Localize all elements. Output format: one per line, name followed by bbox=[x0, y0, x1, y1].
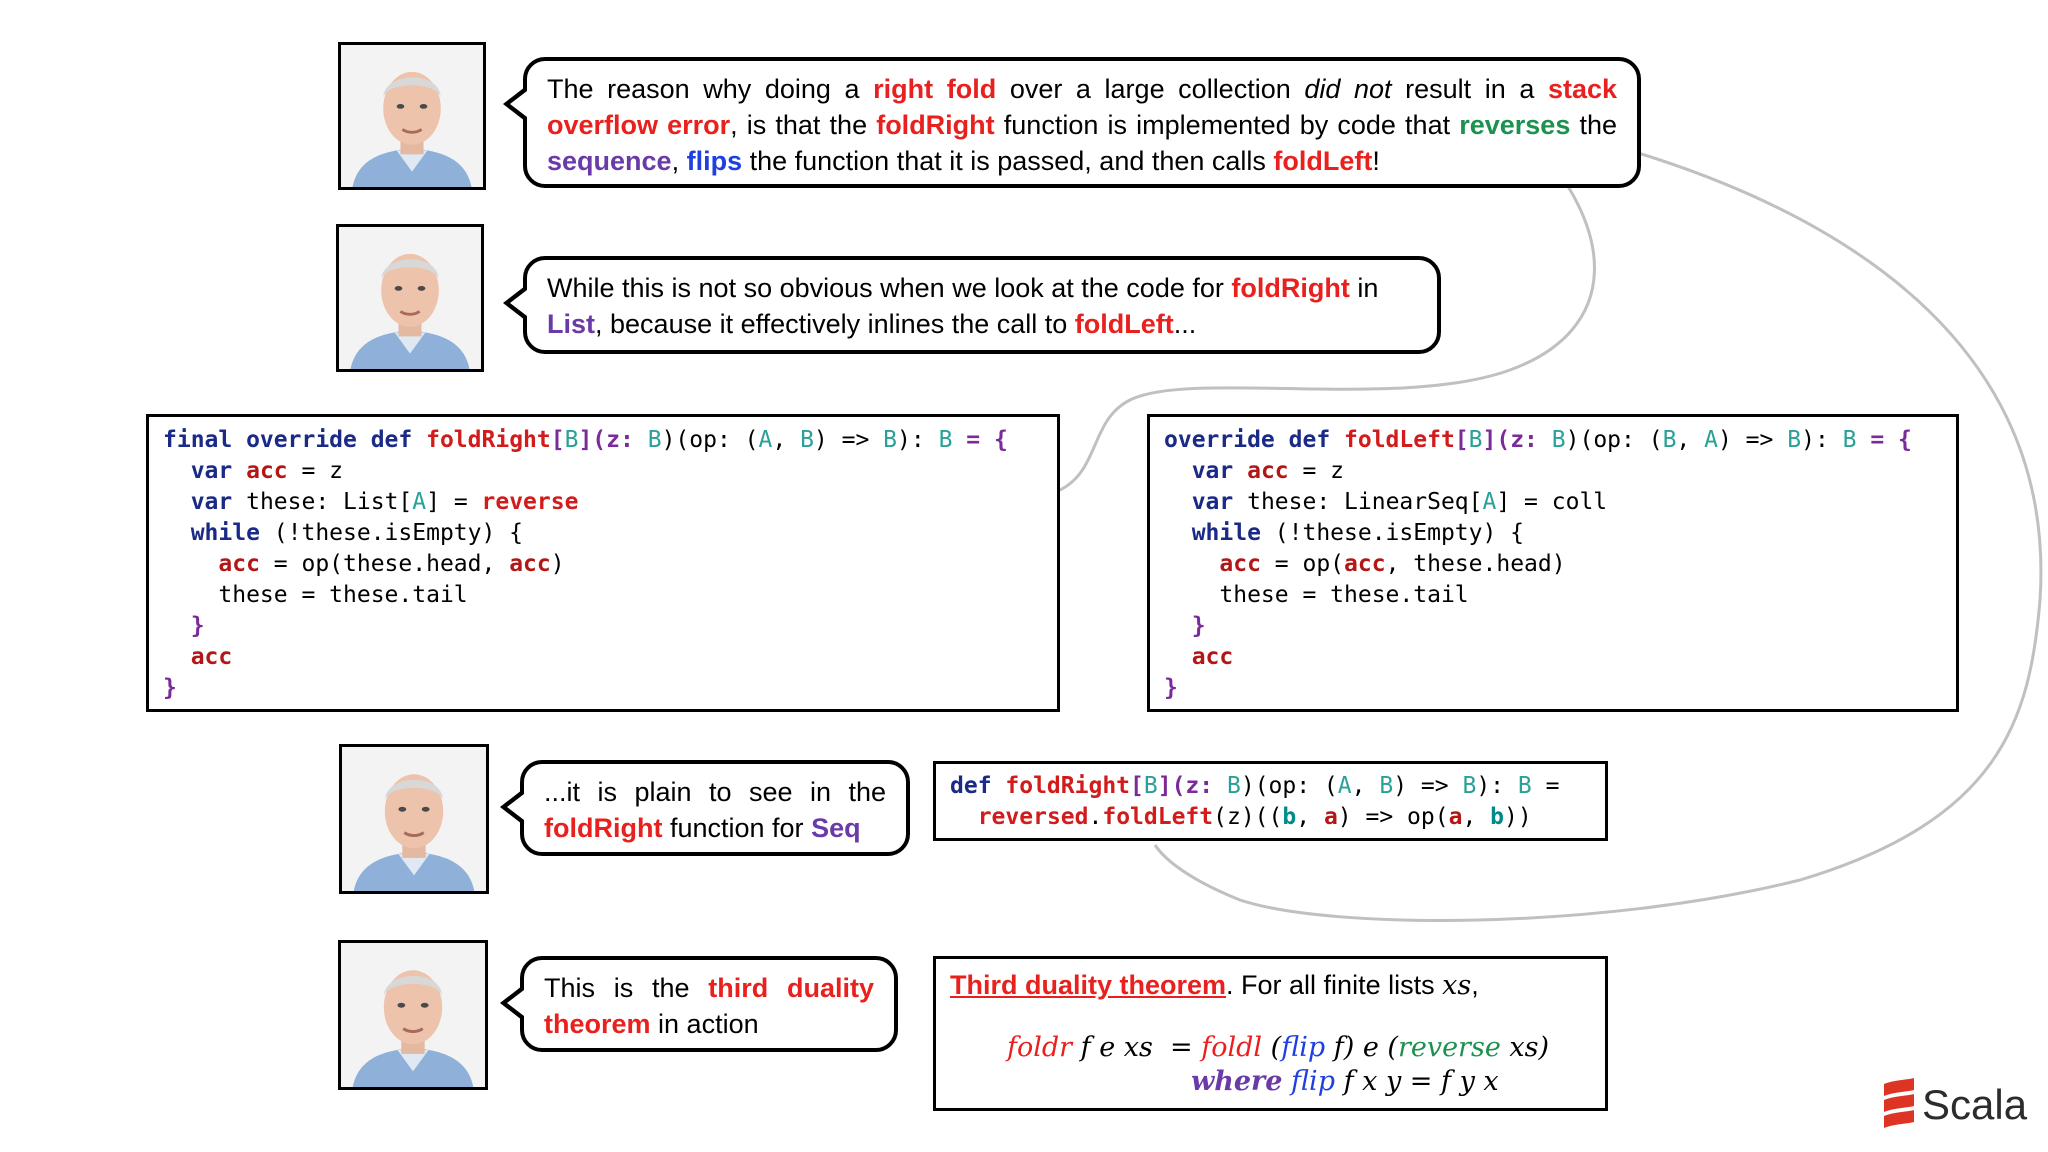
text: , because it effectively inlines the cal… bbox=[595, 309, 1075, 339]
code-reversed: reversed bbox=[977, 804, 1089, 830]
code-line: while (!these.isEmpty) { bbox=[1164, 520, 1525, 546]
avatar bbox=[338, 42, 486, 190]
theorem-xs: xs bbox=[1442, 970, 1472, 1001]
presenter-photo bbox=[341, 943, 485, 1087]
text: While this is not so obvious when we loo… bbox=[547, 273, 1232, 303]
code-list-foldright: final override def foldRight[B](z: B)(op… bbox=[146, 414, 1060, 712]
code-line: these = these.tail bbox=[1164, 582, 1469, 608]
scala-logo-text: Scala bbox=[1922, 1081, 2028, 1128]
text: The reason why doing a bbox=[547, 74, 874, 104]
highlight-list: List bbox=[547, 309, 596, 339]
highlight-third-duality-theorem: third duality theorem bbox=[544, 973, 875, 1039]
theorem-heading: Third duality theorem. For all finite li… bbox=[950, 967, 1479, 1004]
theorem-box: Third duality theorem. For all finite li… bbox=[933, 956, 1608, 1111]
text: result in a bbox=[1391, 74, 1548, 104]
code-line: acc bbox=[190, 644, 233, 670]
text: This is the bbox=[544, 973, 709, 1003]
code-line: } bbox=[1164, 613, 1206, 639]
code-line: reversed.foldLeft(z)((b, a) => op(a, b)) bbox=[977, 804, 1532, 830]
avatar bbox=[338, 940, 488, 1090]
code-line: var these: List[A] = reverse bbox=[163, 489, 579, 515]
text: function for bbox=[662, 813, 812, 843]
theorem-comma: , bbox=[1471, 970, 1479, 1000]
text: ! bbox=[1372, 146, 1380, 176]
code-line: while (!these.isEmpty) { bbox=[163, 520, 524, 546]
scala-logo-icon bbox=[1884, 1078, 1914, 1128]
highlight-stack-overflow: stack overflow error bbox=[547, 74, 1618, 140]
code-line: var these: LinearSeq[A] = coll bbox=[1164, 489, 1608, 515]
text: in action bbox=[650, 1009, 759, 1039]
scala-logo: Scala bbox=[1882, 1078, 2032, 1132]
theorem-title: Third duality theorem bbox=[950, 970, 1227, 1000]
theorem-intro: . For all finite lists bbox=[1226, 970, 1443, 1000]
highlight-foldleft: foldLeft bbox=[1273, 146, 1373, 176]
presenter-photo bbox=[339, 227, 481, 369]
text: in bbox=[1349, 273, 1379, 303]
highlight-reverses: reverses bbox=[1459, 110, 1571, 140]
presenter-photo bbox=[341, 45, 483, 187]
code-line: acc = op(these.head, acc) bbox=[218, 551, 565, 577]
code-line: } bbox=[163, 675, 177, 701]
text: ... bbox=[1173, 309, 1197, 339]
highlight-foldleft: foldLeft bbox=[1074, 309, 1174, 339]
code-line: final override def foldRight[B](z: B)(op… bbox=[163, 427, 1008, 453]
code-reverse: reverse bbox=[481, 489, 579, 515]
code-line: acc bbox=[1191, 644, 1234, 670]
text: , bbox=[671, 146, 687, 176]
highlight-foldright: foldRight bbox=[544, 813, 663, 843]
theorem-formula: foldr f e xs = foldl (flip f) e (reverse… bbox=[1007, 1032, 1549, 1063]
code-line: override def foldLeft[B](z: B)(op: (B, A… bbox=[1164, 427, 1912, 453]
text: function is implemented by code that bbox=[994, 110, 1460, 140]
speech-bubble-1: The reason why doing a right fold over a… bbox=[503, 57, 1641, 188]
speech-bubble-2: While this is not so obvious when we loo… bbox=[503, 256, 1441, 354]
text: , is that the bbox=[730, 110, 877, 140]
text: the bbox=[1570, 110, 1617, 140]
emphasis-did-not: did not bbox=[1304, 74, 1392, 104]
highlight-foldright: foldRight bbox=[876, 110, 995, 140]
code-line: var acc = z bbox=[163, 458, 344, 484]
code-linearseq-foldleft: override def foldLeft[B](z: B)(op: (B, A… bbox=[1147, 414, 1959, 712]
code-seq-foldright: def foldRight[B](z: B)(op: (A, B) => B):… bbox=[933, 761, 1608, 841]
code-line: var acc = z bbox=[1164, 458, 1345, 484]
highlight-flips: flips bbox=[686, 146, 743, 176]
avatar bbox=[336, 224, 484, 372]
speech-bubble-3: ...it is plain to see in the foldRight f… bbox=[500, 760, 910, 856]
speech-bubble-4: This is the third duality theorem in act… bbox=[500, 956, 898, 1052]
code-line: def foldRight[B](z: B)(op: (A, B) => B):… bbox=[950, 773, 1560, 799]
text: over a large collection bbox=[996, 74, 1305, 104]
code-line: } bbox=[1164, 675, 1178, 701]
theorem-where-clause: where flip f x y = f y x bbox=[1191, 1066, 1499, 1097]
highlight-right-fold: right fold bbox=[873, 74, 997, 104]
text: ...it is plain to see in the bbox=[544, 777, 886, 807]
highlight-sequence: sequence bbox=[547, 146, 672, 176]
highlight-foldright: foldRight bbox=[1231, 273, 1350, 303]
highlight-seq: Seq bbox=[811, 813, 861, 843]
presenter-photo bbox=[342, 747, 486, 891]
code-line: these = these.tail bbox=[163, 582, 468, 608]
code-line: } bbox=[163, 613, 205, 639]
code-line: acc = op(acc, these.head) bbox=[1219, 551, 1566, 577]
text: the function that it is passed, and then… bbox=[742, 146, 1274, 176]
avatar bbox=[339, 744, 489, 894]
